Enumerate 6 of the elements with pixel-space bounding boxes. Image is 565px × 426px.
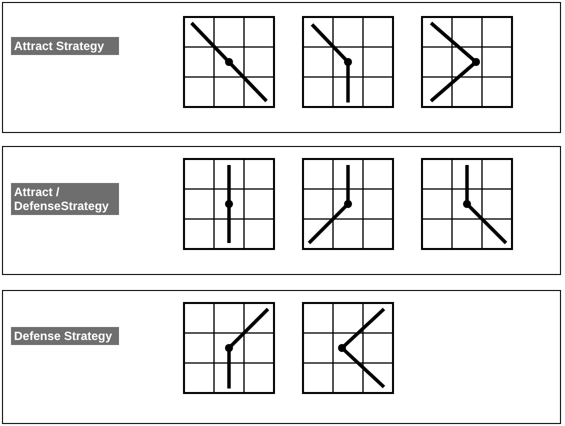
strategy-panel	[2, 290, 561, 424]
strategy-label: Defense Strategy	[11, 327, 119, 345]
strategy-panel	[2, 2, 561, 133]
strategy-label: Attract / DefenseStrategy	[11, 183, 119, 215]
strategy-panel	[2, 146, 561, 275]
strategy-label: Attract Strategy	[11, 37, 119, 55]
